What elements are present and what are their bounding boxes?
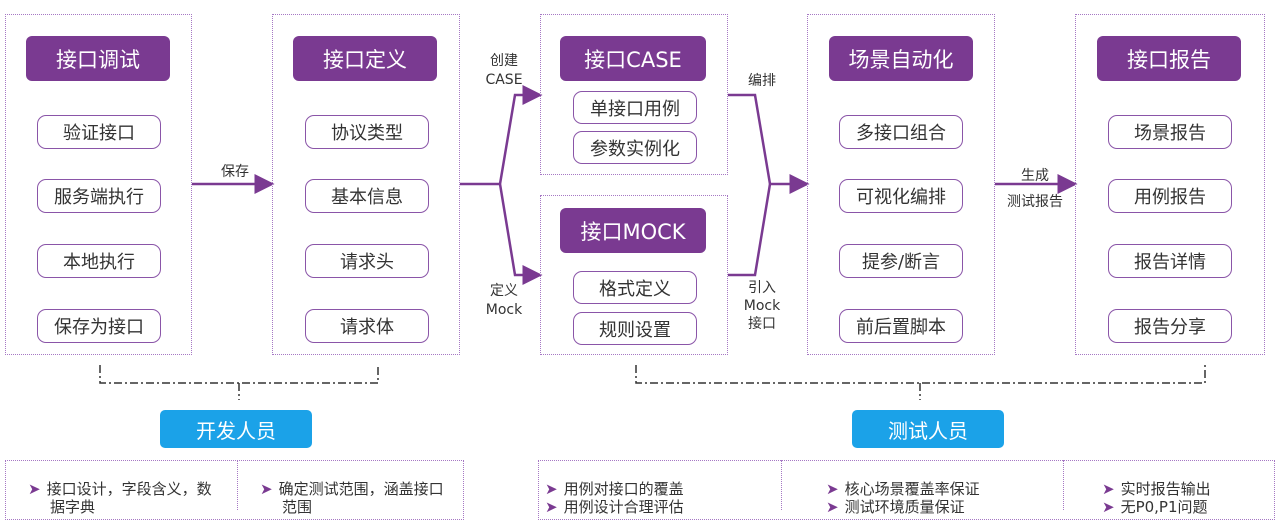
- role-tester: 测试人员: [852, 410, 1004, 448]
- bullet-arrow-icon: ➤: [826, 480, 839, 498]
- label-import-mock-line3: 接口: [748, 316, 776, 332]
- dev-brace: [99, 365, 379, 400]
- item-extract-assert: 提参/断言: [839, 244, 963, 278]
- item-case-report: 用例报告: [1108, 179, 1232, 213]
- label-generate: 生成 测试报告: [996, 163, 1074, 215]
- header-report: 接口报告: [1097, 36, 1241, 81]
- arrow-to-mock: [498, 183, 543, 285]
- bullet-line: ➤ 接口设计，字段含义，数: [28, 480, 228, 498]
- label-create-case-line2: CASE: [485, 72, 523, 88]
- panel-debug: [5, 14, 192, 355]
- item-param-instance: 参数实例化: [573, 131, 697, 164]
- item-pre-post-script: 前后置脚本: [839, 309, 963, 343]
- item-request-header: 请求头: [305, 244, 429, 278]
- header-debug: 接口调试: [26, 36, 170, 81]
- bottom-divider-test-2: [1063, 460, 1064, 510]
- item-request-body: 请求体: [305, 309, 429, 343]
- bottom-bullet-test-3: ➤ 实时报告输出 ➤ 无P0,P1问题: [1102, 480, 1272, 516]
- label-arrange: 编排: [748, 73, 776, 89]
- bullet-line: ➤ 用例对接口的覆盖: [545, 480, 775, 498]
- item-report-detail: 报告详情: [1108, 244, 1232, 278]
- item-format-define: 格式定义: [573, 271, 697, 304]
- role-developer: 开发人员: [160, 410, 312, 448]
- panel-scene: [807, 14, 995, 355]
- bottom-bullet-dev-2: ➤ 确定测试范围，涵盖接口 范围: [260, 480, 460, 516]
- label-generate-line1: 生成: [1021, 168, 1049, 184]
- bullet-text: 无P0,P1问题: [1120, 498, 1208, 516]
- item-visual-arrange: 可视化编排: [839, 179, 963, 213]
- label-generate-line2: 测试报告: [1007, 194, 1063, 210]
- item-local-exec: 本地执行: [37, 244, 161, 278]
- bottom-divider-test-1: [781, 460, 782, 510]
- bullet-line: 范围: [260, 498, 460, 516]
- item-save-as-api: 保存为接口: [37, 309, 161, 343]
- bullet-text: 接口设计，字段含义，数: [46, 480, 212, 498]
- panel-case: [540, 14, 728, 175]
- label-import-mock: 引入 Mock 接口: [732, 279, 792, 333]
- bullet-line: ➤ 测试环境质量保证: [826, 498, 1056, 516]
- bullet-arrow-icon: ➤: [260, 480, 273, 498]
- bottom-bullet-test-1: ➤ 用例对接口的覆盖 ➤ 用例设计合理评估: [545, 480, 775, 516]
- item-scene-report: 场景报告: [1108, 115, 1232, 149]
- bullet-text: 核心场景覆盖率保证: [844, 480, 980, 498]
- label-import-mock-line1: 引入: [748, 280, 776, 296]
- bullet-arrow-icon: ➤: [1102, 480, 1115, 498]
- bullet-line: ➤ 无P0,P1问题: [1102, 498, 1272, 516]
- bullet-text: 用例设计合理评估: [563, 498, 684, 516]
- label-import-mock-line2: Mock: [743, 298, 781, 314]
- item-protocol-type: 协议类型: [305, 115, 429, 149]
- bottom-divider-dev: [237, 460, 238, 510]
- label-create-case: 创建 CASE: [474, 52, 534, 90]
- label-create-case-line1: 创建: [490, 53, 518, 69]
- bullet-line: ➤ 实时报告输出: [1102, 480, 1272, 498]
- item-report-share: 报告分享: [1108, 309, 1232, 343]
- bullet-line: ➤ 核心场景覆盖率保证: [826, 480, 1056, 498]
- bullet-arrow-icon: ➤: [545, 498, 558, 516]
- bullet-arrow-icon: ➤: [826, 498, 839, 516]
- panel-define: [272, 14, 460, 355]
- header-case: 接口CASE: [560, 36, 706, 81]
- item-server-exec: 服务端执行: [37, 179, 161, 213]
- bottom-bullet-test-2: ➤ 核心场景覆盖率保证 ➤ 测试环境质量保证: [826, 480, 1056, 516]
- header-mock: 接口MOCK: [560, 208, 706, 253]
- bullet-text: 测试环境质量保证: [844, 498, 965, 516]
- bullet-arrow-icon: ➤: [28, 480, 41, 498]
- line-case-out: [728, 93, 772, 185]
- bullet-text: 用例对接口的覆盖: [563, 480, 684, 498]
- bullet-text: 确定测试范围，涵盖接口: [278, 480, 444, 498]
- item-verify-api: 验证接口: [37, 115, 161, 149]
- header-scene: 场景自动化: [829, 36, 973, 81]
- bullet-line: 据字典: [28, 498, 228, 516]
- test-brace: [635, 365, 1206, 400]
- panel-mock: [540, 195, 728, 355]
- item-single-case: 单接口用例: [573, 91, 697, 124]
- label-define-mock: 定义 Mock: [474, 282, 534, 320]
- bullet-text: 据字典: [50, 498, 96, 516]
- bottom-bullet-dev-1: ➤ 接口设计，字段含义，数 据字典: [28, 480, 228, 516]
- item-multi-api-combine: 多接口组合: [839, 115, 963, 149]
- label-save: 保存: [221, 164, 249, 180]
- bullet-line: ➤ 用例设计合理评估: [545, 498, 775, 516]
- header-define: 接口定义: [293, 36, 437, 81]
- label-define-mock-line1: 定义: [490, 283, 518, 299]
- line-mock-out: [728, 183, 772, 277]
- item-basic-info: 基本信息: [305, 179, 429, 213]
- item-rule-setting: 规则设置: [573, 312, 697, 345]
- bullet-text: 范围: [282, 498, 313, 516]
- panel-report: [1075, 14, 1265, 355]
- bullet-arrow-icon: ➤: [1102, 498, 1115, 516]
- bullet-arrow-icon: ➤: [545, 480, 558, 498]
- bullet-line: ➤ 确定测试范围，涵盖接口: [260, 480, 460, 498]
- bullet-text: 实时报告输出: [1120, 480, 1211, 498]
- label-define-mock-line2: Mock: [485, 302, 523, 318]
- arrow-to-case: [498, 85, 543, 185]
